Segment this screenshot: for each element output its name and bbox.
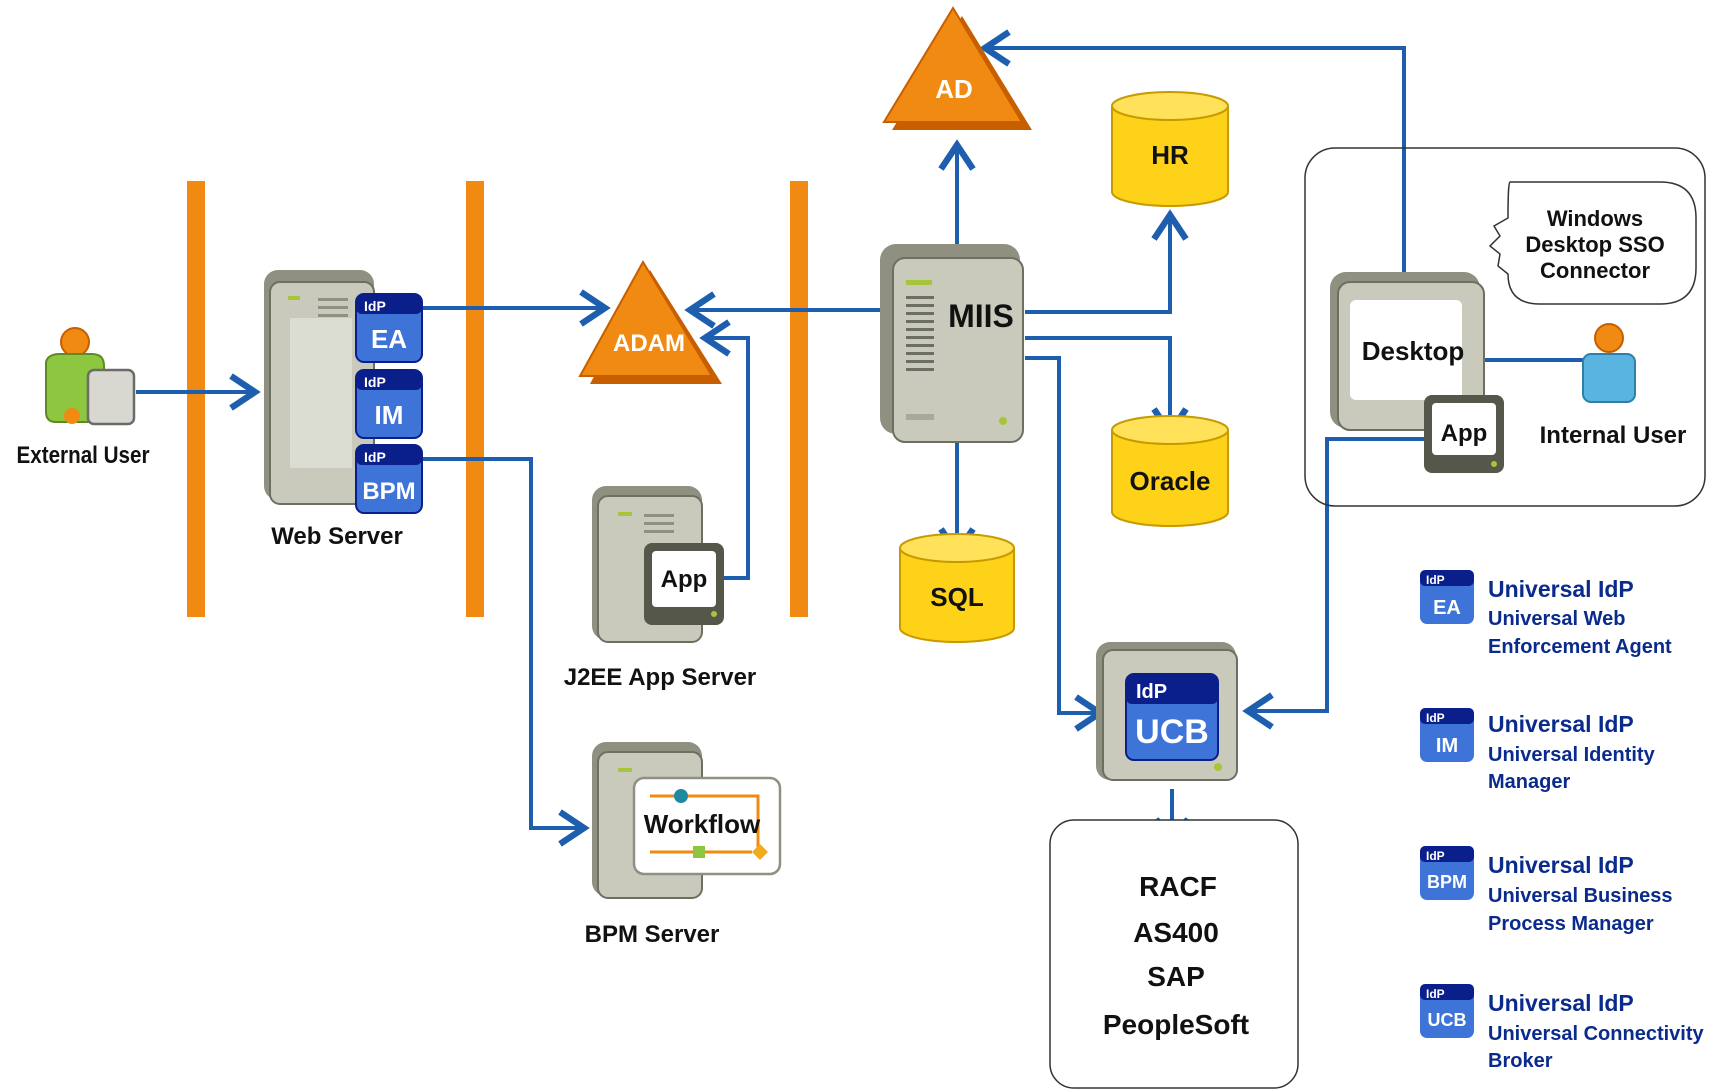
legend-ucb-badge: UCB bbox=[1428, 1010, 1467, 1030]
sso-connector-line-3: Connector bbox=[1540, 258, 1650, 283]
legend-ucb-title: Universal IdP bbox=[1488, 990, 1634, 1016]
legend-item-bpm: IdP BPM Universal IdP Universal Business… bbox=[1420, 846, 1673, 935]
legend-ea-desc-1: Universal Web bbox=[1488, 608, 1625, 630]
backend-as400: AS400 bbox=[1133, 917, 1219, 948]
j2ee-app-box bbox=[644, 543, 724, 625]
firewall-3 bbox=[790, 181, 808, 617]
adam-icon bbox=[578, 260, 722, 384]
legend-ea-idp: IdP bbox=[1426, 573, 1445, 587]
ucb-badge: IdP UCB bbox=[1125, 673, 1219, 761]
external-user-label: External User bbox=[16, 442, 149, 469]
backend-peoplesoft: PeopleSoft bbox=[1103, 1009, 1249, 1040]
sql-database-icon bbox=[899, 533, 1015, 643]
j2ee-app-label: App bbox=[661, 566, 708, 593]
web-server-label: Web Server bbox=[271, 523, 403, 550]
ea-badge-label: EA bbox=[371, 324, 407, 354]
backend-racf: RACF bbox=[1139, 871, 1217, 902]
legend-ea-desc-2: Enforcement Agent bbox=[1488, 636, 1672, 658]
bpm-badge: IdP BPM bbox=[355, 444, 423, 514]
oracle-label: Oracle bbox=[1130, 466, 1211, 496]
legend-im-desc-2: Manager bbox=[1488, 771, 1570, 793]
hr-label: HR bbox=[1151, 140, 1189, 170]
im-badge-idp: IdP bbox=[364, 374, 386, 390]
firewall-2 bbox=[466, 181, 484, 617]
internal-user-label: Internal User bbox=[1540, 422, 1687, 449]
sso-connector-callout: Windows Desktop SSO Connector bbox=[1488, 181, 1697, 305]
bpm-badge-idp: IdP bbox=[364, 449, 386, 465]
legend-item-im: IdP IM Universal IdP Universal Identity … bbox=[1420, 708, 1656, 793]
im-badge-label: IM bbox=[375, 400, 404, 430]
legend-ucb-desc-2: Broker bbox=[1488, 1050, 1553, 1072]
workflow-label: Workflow bbox=[644, 809, 761, 839]
ad-icon bbox=[882, 6, 1032, 130]
oracle-database-icon bbox=[1111, 415, 1229, 527]
legend-ucb-desc-1: Universal Connectivity bbox=[1488, 1023, 1705, 1045]
ea-badge-idp: IdP bbox=[364, 298, 386, 314]
firewall-1 bbox=[187, 181, 205, 617]
legend-im-idp: IdP bbox=[1426, 711, 1445, 725]
legend-bpm-desc-1: Universal Business bbox=[1488, 885, 1673, 907]
legend-ea-badge: EA bbox=[1433, 597, 1461, 619]
desktop-app-box bbox=[1424, 395, 1504, 473]
legend-item-ucb: IdP UCB Universal IdP Universal Connecti… bbox=[1420, 984, 1705, 1072]
sql-label: SQL bbox=[930, 582, 984, 612]
backend-sap: SAP bbox=[1147, 961, 1205, 992]
internal-user-icon bbox=[1582, 323, 1636, 403]
miis-server-icon bbox=[880, 244, 1024, 443]
workflow-box bbox=[632, 776, 782, 876]
hr-database-icon bbox=[1111, 91, 1229, 207]
ucb-label: UCB bbox=[1135, 713, 1209, 751]
legend-bpm-title: Universal IdP bbox=[1488, 852, 1634, 878]
internal-network-box bbox=[1304, 147, 1706, 507]
bpm-server-label: BPM Server bbox=[585, 921, 720, 948]
web-server-icon bbox=[264, 270, 375, 505]
ad-label: AD bbox=[935, 74, 973, 104]
sso-connector-line-1: Windows bbox=[1547, 206, 1643, 231]
ea-badge: IdP EA bbox=[355, 293, 423, 363]
legend-item-ea: IdP EA Universal IdP Universal Web Enfor… bbox=[1420, 570, 1672, 658]
sso-connector-line-2: Desktop SSO bbox=[1525, 232, 1664, 257]
ucb-badge-idp: IdP bbox=[1136, 681, 1167, 703]
legend-bpm-desc-2: Process Manager bbox=[1488, 913, 1654, 935]
legend: IdP EA Universal IdP Universal Web Enfor… bbox=[1420, 570, 1705, 1072]
legend-ucb-idp: IdP bbox=[1426, 987, 1445, 1001]
im-badge: IdP IM bbox=[355, 369, 423, 439]
legend-bpm-idp: IdP bbox=[1426, 849, 1445, 863]
legend-im-title: Universal IdP bbox=[1488, 711, 1634, 737]
external-user-icon bbox=[45, 327, 136, 426]
bpm-badge-label: BPM bbox=[362, 478, 415, 505]
legend-im-badge: IM bbox=[1436, 735, 1458, 757]
desktop-icon bbox=[1330, 272, 1485, 431]
backends-box bbox=[1049, 819, 1299, 1089]
miis-label: MIIS bbox=[948, 298, 1014, 334]
legend-ea-title: Universal IdP bbox=[1488, 576, 1634, 602]
legend-bpm-badge: BPM bbox=[1427, 872, 1467, 892]
desktop-label: Desktop bbox=[1362, 336, 1465, 366]
legend-im-desc-1: Universal Identity bbox=[1488, 744, 1656, 766]
j2ee-server-label: J2EE App Server bbox=[564, 664, 757, 691]
desktop-app-label: App bbox=[1441, 420, 1488, 447]
adam-label: ADAM bbox=[613, 330, 685, 357]
